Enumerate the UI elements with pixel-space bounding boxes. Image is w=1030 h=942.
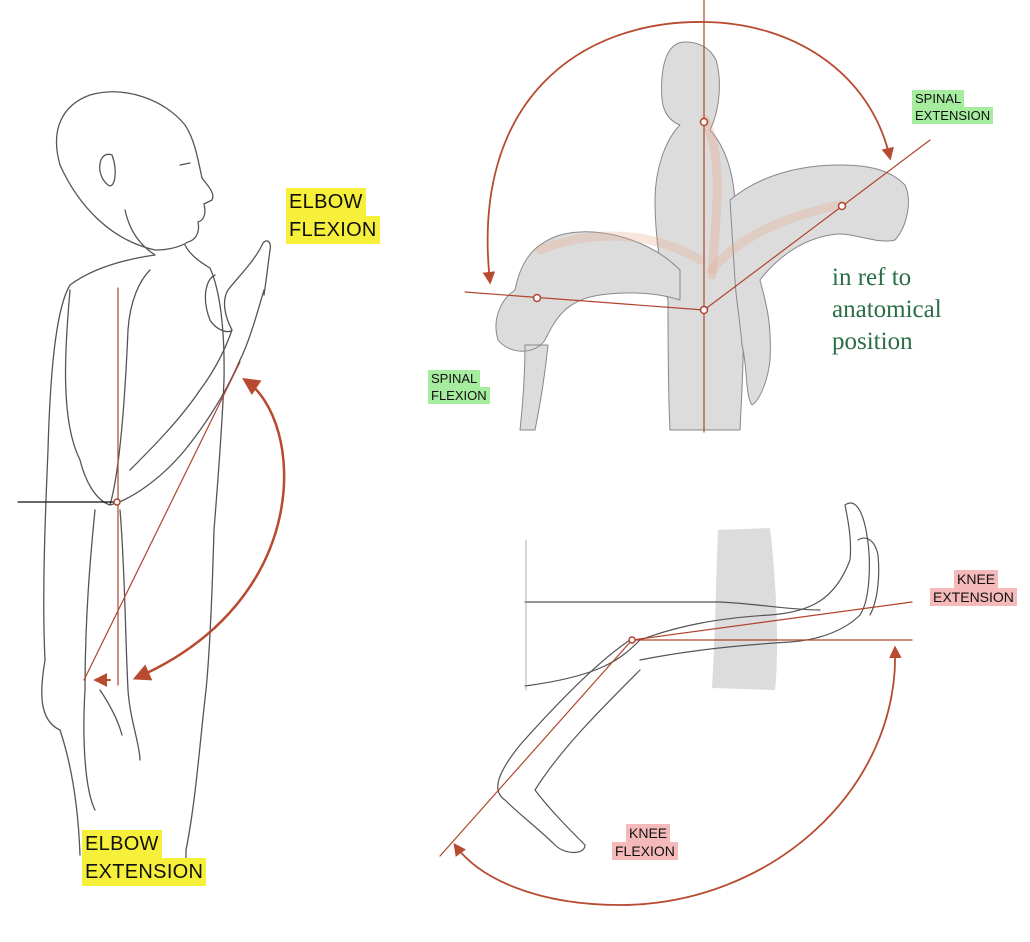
joint-marker-hip [699,305,709,315]
spinal-flexion-line2: FLEXION [428,387,490,404]
flexed-leg-outline [497,639,641,854]
spinal-range-arrow [482,21,894,285]
extension-axis-line [631,601,913,641]
joint-marker-extension [837,201,847,211]
neck-outline [124,209,211,269]
knee-joint-marker [628,636,636,644]
elbow-extension-line1: ELBOW [82,830,162,858]
knee-figure [439,502,913,906]
spinal-extension-label: SPINAL EXTENSION [912,90,994,124]
elbow-flexion-line2: FLEXION [286,216,380,244]
forearm-outline [109,289,265,506]
elbow-figure [17,91,286,871]
spinal-flexion-label: SPINAL FLEXION [428,370,490,404]
flexion-body [495,231,681,431]
lower-arm-outline [83,509,141,811]
elbow-flexion-label: ELBOW FLEXION [286,188,380,244]
standing-body [654,41,745,431]
hand-outline [204,240,272,333]
flexion-axis-line [439,639,633,857]
elbow-extension-line2: EXTENSION [82,858,207,886]
elbow-extension-label: ELBOW EXTENSION [82,830,207,886]
upper-arm-outline [64,269,151,506]
knee-flexion-line2: FLEXION [612,842,678,860]
knee-extension-line2: EXTENSION [930,588,1017,606]
knee-flexion-line1: KNEE [626,824,671,842]
flexion-axis-line [464,291,705,311]
knee-extension-line1: KNEE [954,570,999,588]
note-line3: position [832,328,913,355]
forearm-axis-line [83,361,241,681]
head-outline [55,91,214,251]
spinal-flexion-line1: SPINAL [428,370,481,387]
joint-marker-flexion [532,293,542,303]
elbow-flexion-line1: ELBOW [286,188,366,216]
knee-extension-label: KNEE EXTENSION [930,570,1017,606]
extended-foot-toes [857,537,880,616]
eye-outline [179,162,191,166]
joint-marker-neck [699,117,709,127]
knee-flexion-label: KNEE FLEXION [612,824,678,860]
thigh-shadow [712,528,778,690]
note-line2: anatomical [832,296,942,323]
note-line1: in ref to [832,264,912,291]
spine-figure [464,0,931,433]
spinal-extension-line2: EXTENSION [912,107,994,124]
elbow-joint-marker [113,498,121,506]
anatomical-position-note: in ref to anatomical position [832,262,942,358]
elbow-flexion-arrow [132,378,286,681]
ear-outline [99,153,116,187]
extended-leg-outline [639,502,870,661]
spinal-extension-line1: SPINAL [912,90,965,107]
knee-range-arrow [453,645,902,906]
